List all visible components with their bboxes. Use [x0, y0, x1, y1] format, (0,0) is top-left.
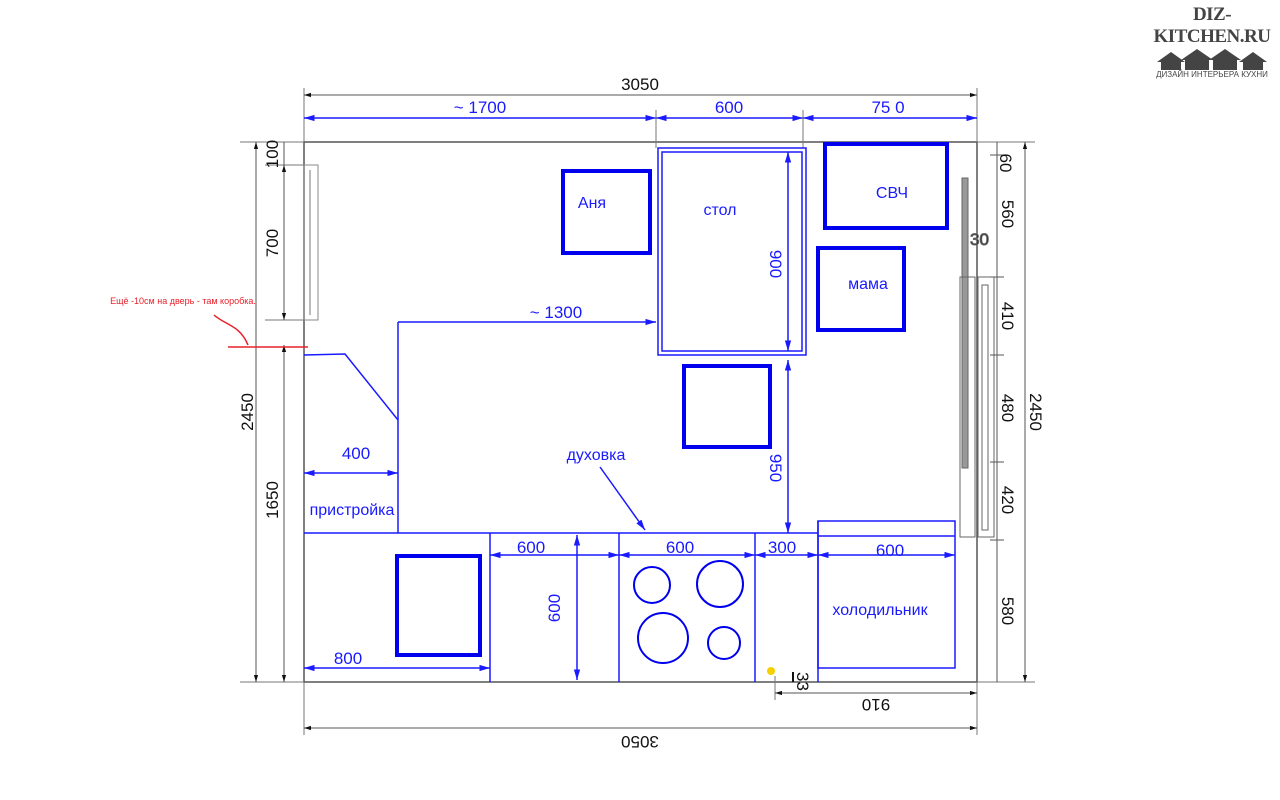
- dim-right-30: 30: [970, 230, 989, 249]
- door: [303, 164, 319, 321]
- label-table: стол: [703, 202, 736, 219]
- dim-left-700: 700: [263, 229, 282, 257]
- dim-inner-900: 900: [766, 250, 785, 278]
- room-outline: [303, 141, 978, 683]
- dim-top-mid: 600: [715, 98, 743, 117]
- bottom-dimensions: 3050 910 33: [303, 672, 978, 751]
- dim-counter-300: 300: [768, 538, 796, 557]
- annotation-text: Ещё -10см на дверь - там коробка.: [110, 296, 256, 306]
- cooktop-burners: [633, 560, 744, 664]
- extension-area: ~ 1300 400 пристройка: [303, 303, 656, 533]
- dim-right-410: 410: [998, 302, 1017, 330]
- dim-right-580: 580: [998, 597, 1017, 625]
- dim-bottom-910: 910: [862, 695, 890, 714]
- dim-right-480: 480: [998, 394, 1017, 422]
- dim-counter-600b: 600: [666, 538, 694, 557]
- chair-anya: [561, 169, 652, 255]
- dim-top-right: 75 0: [871, 98, 904, 117]
- chair-mama: [816, 246, 906, 332]
- houses-icon: [1157, 49, 1267, 70]
- dim-right-560: 560: [998, 200, 1017, 228]
- red-annotation: Ещё -10см на дверь - там коробка.: [110, 296, 308, 348]
- fridge: 600 холодильник: [817, 520, 956, 669]
- label-mama: мама: [848, 276, 888, 293]
- logo-title: DIZ-KITCHEN.RU: [1153, 4, 1271, 47]
- dim-top-total: 3050: [621, 75, 659, 94]
- dim-right-420: 420: [998, 486, 1017, 514]
- dim-bottom-total: 3050: [621, 732, 659, 751]
- yellow-marker: [767, 667, 775, 675]
- kitchen-counter: 800 600 600 600 300: [304, 521, 819, 682]
- window-radiator: 30: [959, 177, 995, 538]
- dim-left-1650: 1650: [263, 481, 282, 519]
- label-extension: пристройка: [310, 502, 395, 519]
- dim-inner-400: 400: [342, 444, 370, 463]
- dim-inner-950: 950: [766, 454, 785, 482]
- dim-top-left: ~ 1700: [454, 98, 506, 117]
- label-fridge: холодильник: [832, 602, 928, 619]
- dim-counter-depth: 600: [545, 594, 564, 622]
- sink: [395, 554, 482, 657]
- dim-left-total: 2450: [238, 393, 257, 431]
- dim-right-total: 2450: [1026, 393, 1045, 431]
- dim-bottom-33: 33: [793, 672, 812, 691]
- left-dimensions: 100 700 2450 1650: [238, 140, 304, 683]
- site-logo: DIZ-KITCHEN.RU ДИЗАЙН ИНТЕРЬЕРА КУХНИ: [1152, 4, 1272, 79]
- table: стол 900: [657, 147, 807, 356]
- dim-inner-1300: ~ 1300: [530, 303, 582, 322]
- dim-counter-800: 800: [334, 649, 362, 668]
- dim-fridge-600: 600: [876, 541, 904, 560]
- dim-left-100: 100: [263, 140, 282, 168]
- label-microwave: СВЧ: [876, 185, 908, 202]
- dim-counter-600a: 600: [517, 538, 545, 557]
- chair-empty: [682, 364, 772, 449]
- label-anya: Аня: [578, 195, 606, 212]
- top-dimensions: 3050 ~ 1700 600 75 0: [303, 75, 978, 148]
- dim-right-60: 60: [996, 154, 1015, 173]
- label-oven: духовка: [567, 447, 626, 464]
- logo-subtitle: ДИЗАЙН ИНТЕРЬЕРА КУХНИ: [1156, 70, 1268, 79]
- microwave: [823, 142, 949, 230]
- right-dimensions: 60 560 410 480 420 580 2450: [977, 141, 1045, 683]
